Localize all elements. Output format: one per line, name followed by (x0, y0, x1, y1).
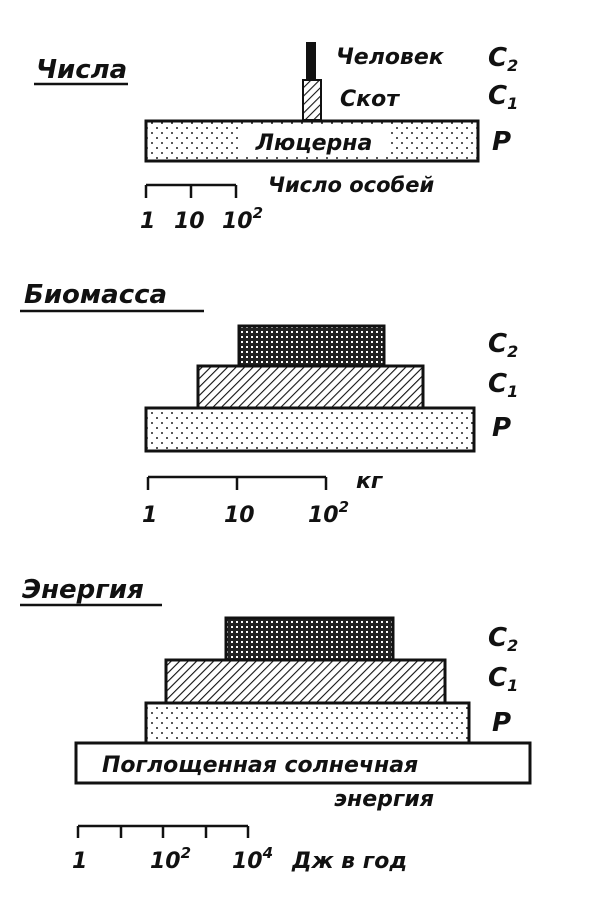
cattle-label: Скот (340, 87, 400, 112)
biomass-unit: кг (356, 469, 384, 494)
energy-c1-bar (164, 658, 447, 705)
numbers-scale (144, 183, 238, 198)
energy-level-p: P (492, 708, 511, 738)
biomass-tick-1: 1 (142, 503, 157, 528)
biomass-c1-bar (196, 364, 425, 410)
energy-scale (76, 824, 250, 838)
biomass-level-c2: C2 (488, 329, 518, 361)
human-label: Человек (336, 45, 445, 70)
numbers-scale-caption: Число особей (268, 173, 434, 197)
energy-level-c1: C1 (488, 663, 518, 695)
biomass-tick-100: 102 (308, 498, 349, 528)
solar-energy-bar (74, 741, 532, 785)
energy-level-c2: C2 (488, 623, 518, 655)
numbers-level-c2: C2 (488, 43, 518, 75)
numbers-pyramid: Числа Люцерна Человек Скот C2 C1 P Число… (34, 42, 518, 234)
alfalfa-label-bg (238, 126, 390, 156)
biomass-level-p: P (492, 413, 511, 443)
biomass-pyramid: Биомасса C2 C1 P кг 1 10 102 (20, 280, 518, 528)
energy-unit: Дж в год (291, 849, 407, 874)
biomass-scale (146, 475, 328, 490)
numbers-tick-1: 1 (140, 209, 155, 234)
biomass-level-c1: C1 (488, 369, 518, 401)
numbers-tick-10: 10 (174, 209, 205, 234)
energy-tick-1: 1 (72, 849, 87, 874)
numbers-level-p: P (492, 127, 511, 157)
biomass-c2-bar (237, 324, 386, 368)
solar-energy-label: Поглощенная солнечная (102, 753, 418, 778)
biomass-title: Биомасса (24, 280, 167, 310)
numbers-tick-100: 102 (222, 204, 263, 234)
biomass-p-bar (144, 406, 476, 453)
cattle-bar (302, 79, 322, 121)
numbers-title: Числа (36, 55, 127, 85)
energy-tick-100: 102 (150, 844, 191, 874)
energy-c2-bar (224, 616, 395, 662)
energy-p-bar (144, 701, 471, 745)
human-bar (306, 42, 316, 82)
numbers-level-c1: C1 (488, 81, 518, 113)
energy-tick-10000: 104 (232, 844, 273, 874)
alfalfa-label: Люцерна (255, 131, 373, 156)
energy-pyramid: Энергия Поглощенная солнечная энергия C2… (20, 575, 532, 874)
energy-title: Энергия (22, 575, 144, 605)
biomass-tick-10: 10 (224, 503, 255, 528)
solar-energy-label-2: энергия (334, 787, 434, 812)
